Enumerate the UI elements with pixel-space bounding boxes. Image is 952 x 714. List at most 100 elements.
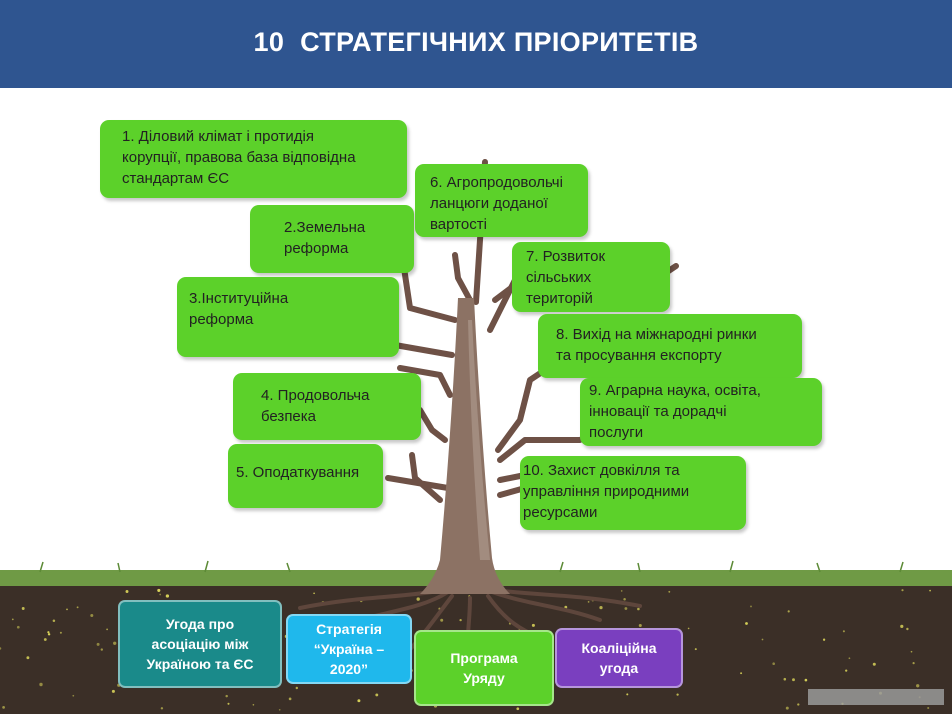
soil-speck <box>910 650 913 653</box>
soil-speck <box>804 678 808 682</box>
soil-speck <box>96 642 100 646</box>
soil-speck <box>531 623 535 627</box>
foundation-association-agreement: Угода про асоціацію між Україною та ЄС <box>118 600 282 688</box>
soil-speck <box>750 605 752 608</box>
soil-speck <box>16 625 20 629</box>
priority-leaf-10: 10. Захист довкілля та управління природ… <box>520 456 746 530</box>
soil-speck <box>47 633 51 636</box>
soil-speck <box>76 606 79 609</box>
soil-speck <box>620 590 623 592</box>
soil-speck <box>313 592 315 595</box>
soil-speck <box>848 657 851 660</box>
title-text: СТРАТЕГІЧНИХ ПРІОРИТЕТІВ <box>300 26 699 57</box>
soil-speck <box>100 648 103 651</box>
soil-speck <box>792 678 795 682</box>
soil-speck <box>687 627 690 630</box>
soil-speck <box>626 693 629 696</box>
soil-speck <box>66 608 68 611</box>
soil-speck <box>2 706 5 709</box>
soil-speck <box>416 597 420 601</box>
soil-speck <box>787 610 790 613</box>
soil-speck <box>125 590 129 593</box>
soil-speck <box>900 624 904 628</box>
soil-speck <box>797 703 800 706</box>
soil-speck <box>623 597 626 601</box>
soil-speck <box>11 618 14 621</box>
priority-leaf-6: 6. Агропродовольчі ланцюги доданої варто… <box>415 164 588 237</box>
priority-leaf-9: 9. Аграрна наука, освіта, інновації та д… <box>580 378 822 446</box>
trunk-highlight <box>468 320 490 560</box>
soil-speck <box>39 682 43 687</box>
soil-speck <box>668 590 671 593</box>
soil-speck <box>624 607 628 610</box>
soil-speck <box>912 662 915 665</box>
soil-speck <box>21 607 25 610</box>
soil-speck <box>357 699 361 703</box>
soil-speck <box>160 707 164 710</box>
soil-speck <box>694 648 697 651</box>
soil-speck <box>165 594 170 598</box>
soil-speck <box>901 589 904 592</box>
soil-speck <box>822 638 826 641</box>
soil-speck <box>637 607 640 611</box>
soil-speck <box>26 656 30 660</box>
soil-speck <box>745 622 748 625</box>
soil-speck <box>459 618 462 622</box>
soil-speck <box>845 669 848 672</box>
soil-speck <box>772 662 775 665</box>
soil-speck <box>227 702 230 705</box>
soil-speck <box>587 601 590 603</box>
priority-leaf-4: 4. Продовольча безпека <box>233 373 421 440</box>
soil-speck <box>295 686 299 690</box>
soil-speck <box>111 689 115 693</box>
soil-speck <box>927 706 930 710</box>
soil-speck <box>638 623 642 628</box>
foundation-strategy-ukraine-2020: Стратегія “Україна – 2020” <box>286 614 412 684</box>
soil-speck <box>252 703 255 706</box>
grass-tufts <box>39 560 904 573</box>
soil-speck <box>113 641 117 645</box>
soil-speck <box>785 706 789 710</box>
page-title: 10 СТРАТЕГІЧНИХ ПРІОРИТЕТІВ <box>0 0 952 84</box>
priority-leaf-5: 5. Оподаткування <box>228 444 383 508</box>
soil-speck <box>0 647 2 650</box>
soil-speck <box>72 694 75 697</box>
soil-speck <box>59 631 62 634</box>
soil-speck <box>842 630 845 633</box>
soil-speck <box>52 619 56 623</box>
soil-speck <box>106 628 108 631</box>
soil-speck <box>278 708 281 711</box>
priority-leaf-3: 3.Інституційна реформа <box>177 277 399 357</box>
tree-trunk <box>420 298 510 594</box>
soil-speck <box>929 589 931 592</box>
soil-speck <box>906 627 909 631</box>
priority-leaf-7: 7. Розвиток сільських територій <box>512 242 670 312</box>
title-number: 10 <box>253 26 285 57</box>
soil-speck <box>872 662 876 666</box>
foundation-government-program: Програма Уряду <box>414 630 554 706</box>
foundation-coalition-agreement: Коаліційна угода <box>555 628 683 688</box>
soil-speck <box>740 672 743 675</box>
soil-speck <box>288 697 292 701</box>
soil-speck <box>90 613 94 618</box>
soil-speck <box>761 638 764 641</box>
priority-leaf-1: 1. Діловий клімат і протидія корупції, п… <box>100 120 407 198</box>
soil-speck <box>599 605 603 610</box>
soil-speck <box>375 693 379 697</box>
soil-speck <box>47 631 50 634</box>
soil-speck <box>564 605 568 609</box>
soil-speck <box>225 694 228 698</box>
soil-speck <box>916 684 920 688</box>
soil-speck <box>157 588 161 592</box>
soil-speck <box>676 693 679 696</box>
soil-speck <box>159 593 162 596</box>
priority-leaf-8: 8. Вихід на міжнародні ринки та просуван… <box>538 314 802 378</box>
soil-speck <box>43 638 47 641</box>
footer-bar <box>808 689 944 705</box>
soil-speck <box>440 618 444 622</box>
header-bar: 10 СТРАТЕГІЧНИХ ПРІОРИТЕТІВ <box>0 0 952 88</box>
soil-speck <box>516 707 520 711</box>
soil-speck <box>783 677 787 681</box>
priority-leaf-2: 2.Земельна реформа <box>250 205 414 273</box>
